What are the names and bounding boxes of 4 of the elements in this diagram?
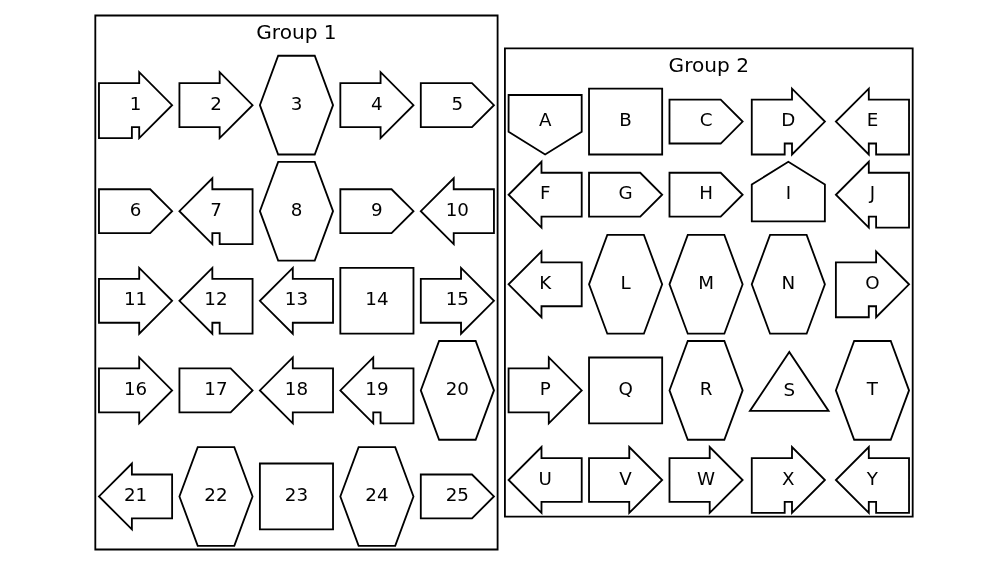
node-box: Q — [587, 356, 663, 425]
node-box: B — [587, 87, 663, 156]
node-box: 23 — [258, 462, 334, 531]
node-box: 14 — [338, 266, 414, 335]
